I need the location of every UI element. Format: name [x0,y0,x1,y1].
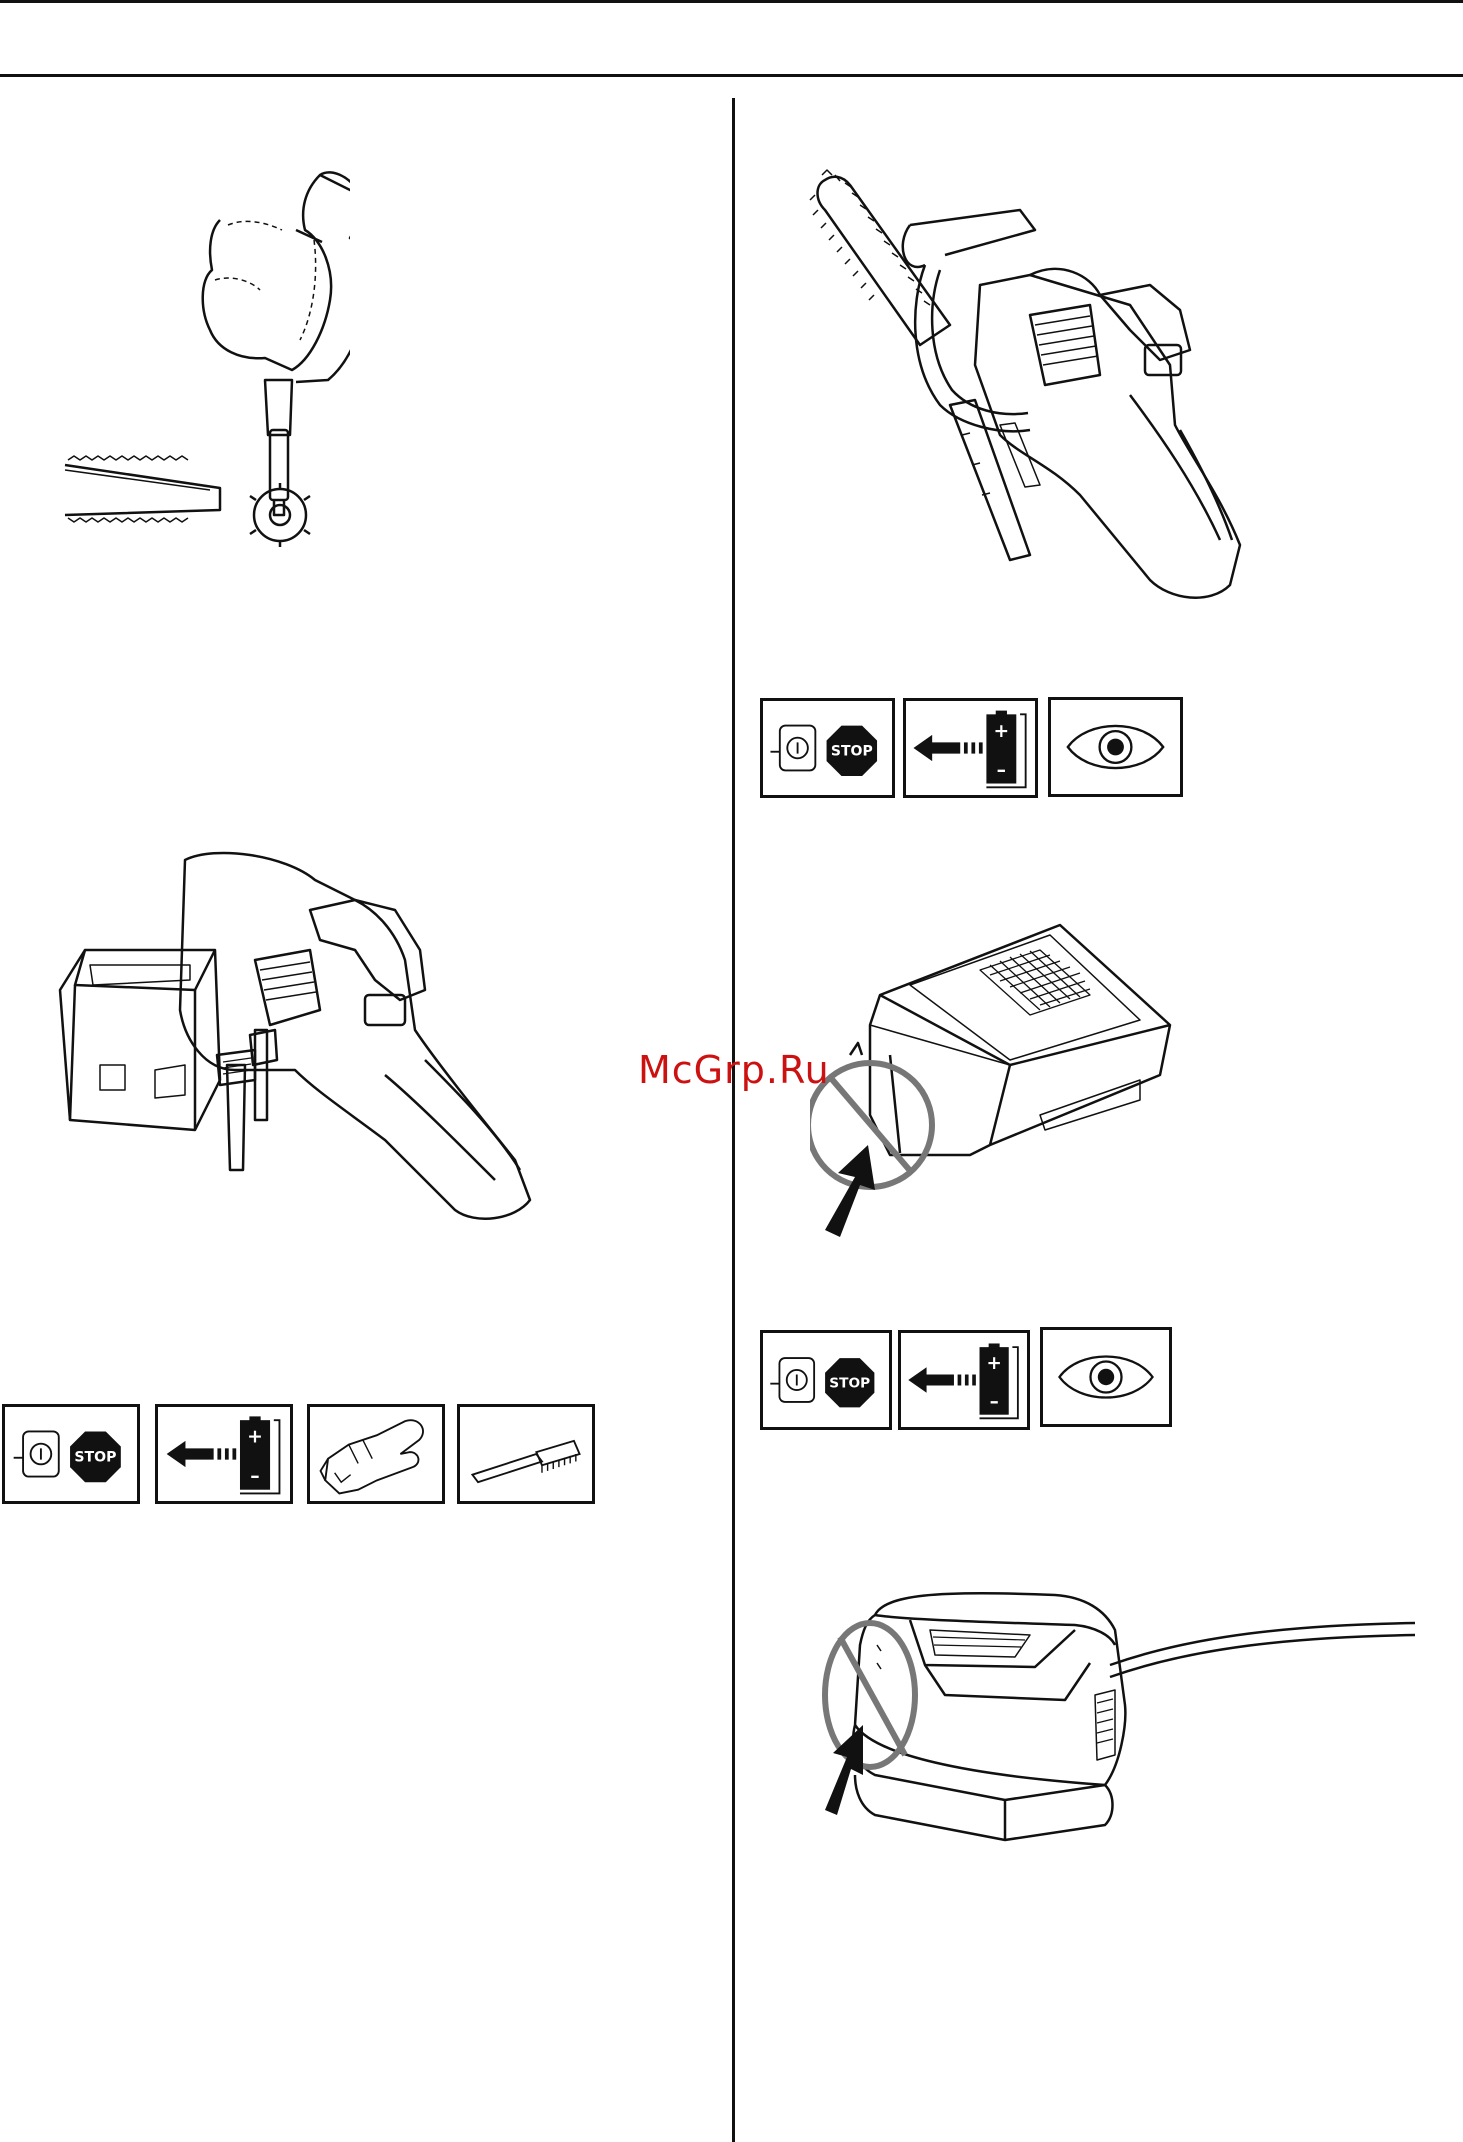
illustration-chainsaw-overview [800,165,1260,615]
protective-glove-icon [307,1404,445,1504]
illustration-hand-screwdriver [60,170,350,550]
remove-battery-icon: + – [155,1404,293,1504]
top-rule [0,0,1463,3]
battery-plus: + [986,1353,1001,1374]
battery-minus: – [250,1466,259,1487]
stop-switch-icon: STOP [760,698,895,798]
inspect-eye-icon [1040,1327,1172,1427]
stop-switch-icon: STOP [760,1330,892,1430]
header-rule [0,74,1463,77]
cleaning-brush-icon [457,1404,595,1504]
illustration-chainsaw-battery-brush [55,840,555,1320]
remove-battery-icon: + – [898,1330,1030,1430]
stop-label: STOP [831,743,873,759]
battery-plus: + [247,1427,263,1448]
battery-minus: – [997,760,1006,781]
stop-label: STOP [829,1375,870,1391]
battery-minus: – [990,1391,999,1412]
stop-label: STOP [74,1450,116,1466]
illustration-charger-no-touch [815,1585,1425,1855]
inspect-eye-icon [1048,697,1183,797]
remove-battery-icon: + – [903,698,1038,798]
battery-plus: + [994,721,1010,742]
stop-switch-icon: STOP [2,1404,140,1504]
illustration-battery-no-touch [810,915,1190,1240]
column-divider [732,98,735,2142]
watermark: McGrp.Ru [638,1048,830,1092]
